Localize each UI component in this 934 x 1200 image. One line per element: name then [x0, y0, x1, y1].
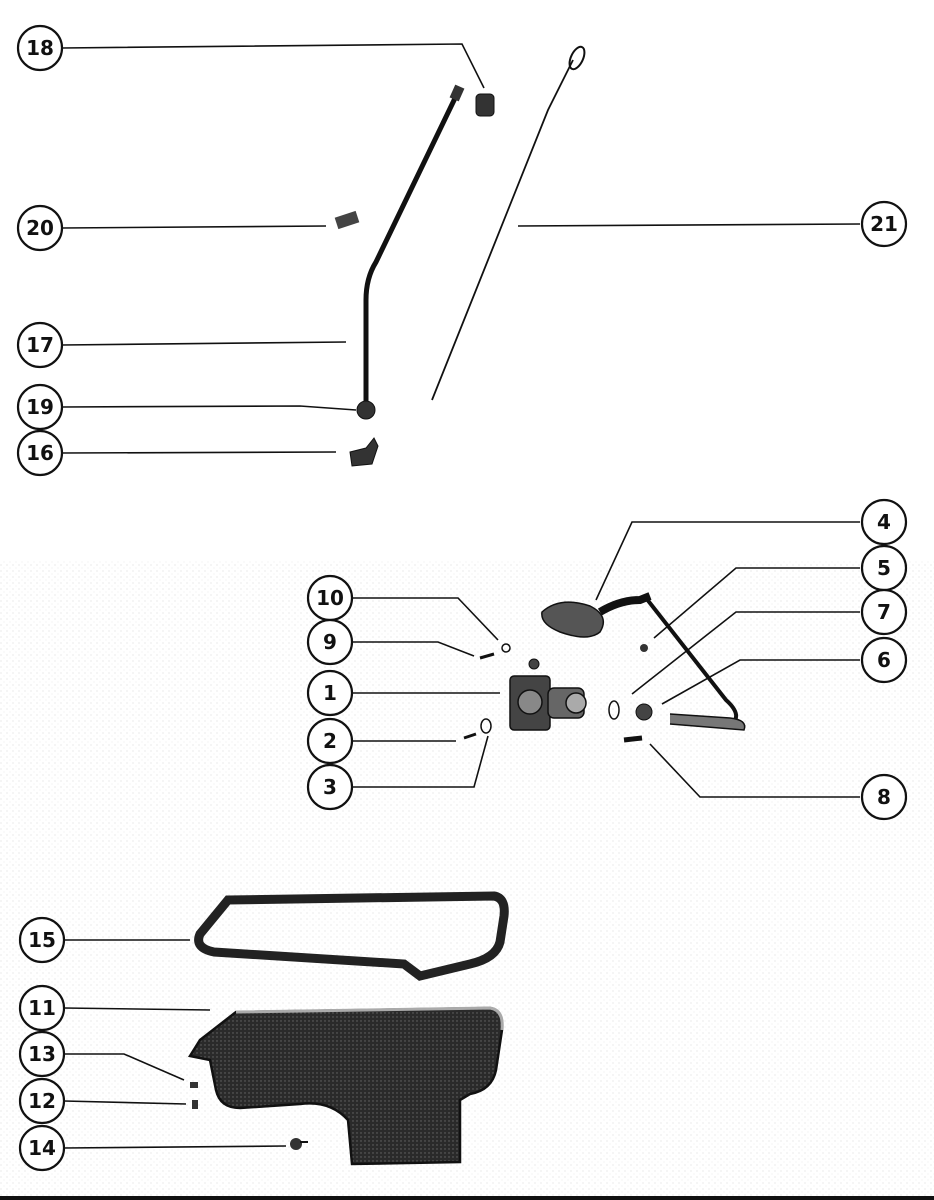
oil-pan-gasket-part [194, 891, 509, 981]
callout-7: 7 [860, 588, 908, 636]
background-stipple [0, 560, 934, 1200]
svg-text:12: 12 [28, 1089, 56, 1113]
svg-text:21: 21 [870, 212, 898, 236]
callout-2: 2 [306, 717, 354, 765]
callout-11: 11 [18, 984, 66, 1032]
svg-text:13: 13 [28, 1042, 56, 1066]
leader-lines [61, 43, 861, 1149]
callout-21: 21 [860, 200, 908, 248]
callout-13: 13 [18, 1030, 66, 1078]
svg-text:16: 16 [26, 441, 54, 465]
callout-6: 6 [860, 636, 908, 684]
callout-15: 15 [18, 916, 66, 964]
svg-text:14: 14 [28, 1136, 56, 1160]
oil-pan-part [187, 1006, 504, 1166]
svg-text:3: 3 [323, 775, 337, 799]
svg-text:4: 4 [877, 510, 891, 534]
svg-text:18: 18 [26, 36, 54, 60]
drain-hardware-parts [190, 1082, 308, 1150]
clip-part [334, 210, 360, 230]
callout-4: 4 [860, 498, 908, 546]
small-hardware-parts [463, 643, 653, 743]
svg-text:8: 8 [877, 785, 891, 809]
ball-part [356, 400, 376, 420]
svg-text:11: 11 [28, 996, 56, 1020]
callout-12: 12 [18, 1077, 66, 1125]
callout-16: 16 [16, 429, 64, 477]
callout-9: 9 [306, 618, 354, 666]
callout-14: 14 [18, 1124, 66, 1172]
svg-text:7: 7 [877, 600, 891, 624]
svg-text:9: 9 [323, 630, 337, 654]
svg-text:15: 15 [28, 928, 56, 952]
bottom-border [0, 1196, 934, 1200]
callout-20: 20 [16, 204, 64, 252]
svg-text:20: 20 [26, 216, 54, 240]
elbow-part [349, 437, 379, 467]
svg-text:19: 19 [26, 395, 54, 419]
pickup-tube-part [669, 713, 746, 731]
dipstick-tube [363, 84, 465, 402]
callout-18: 18 [16, 24, 64, 72]
svg-text:1: 1 [323, 681, 337, 705]
callout-1: 1 [306, 669, 354, 717]
svg-text:17: 17 [26, 333, 54, 357]
pump-body-part [509, 658, 587, 731]
dipstick-seal-part [475, 93, 495, 117]
callout-3: 3 [306, 763, 354, 811]
dipstick [431, 45, 586, 401]
callout-10: 10 [306, 574, 354, 622]
svg-text:5: 5 [877, 556, 891, 580]
callout-5: 5 [860, 544, 908, 592]
callout-19: 19 [16, 383, 64, 431]
callout-17: 17 [16, 321, 64, 369]
svg-text:6: 6 [877, 648, 891, 672]
callout-8: 8 [860, 773, 908, 821]
svg-text:10: 10 [316, 586, 344, 610]
svg-text:2: 2 [323, 729, 337, 753]
